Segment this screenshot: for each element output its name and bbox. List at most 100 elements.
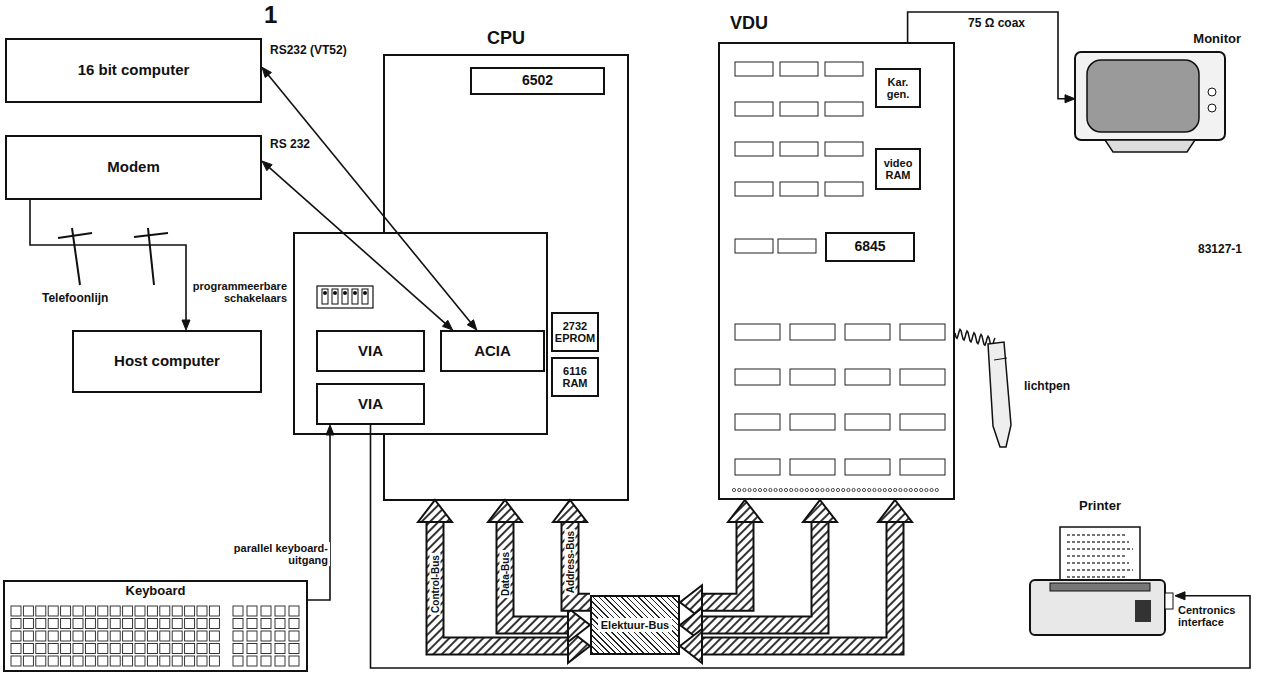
connector: [262, 161, 453, 330]
key: [110, 606, 120, 616]
solder-pad: [894, 488, 897, 491]
solder-pad: [857, 488, 860, 491]
sub-node: programmeerbare schakelaarsVIAACIAVIA: [293, 232, 548, 435]
node-label: Host computer: [114, 353, 220, 370]
arrowhead: [728, 500, 762, 522]
key: [233, 606, 243, 616]
key: [85, 631, 95, 641]
key: [11, 644, 21, 654]
key: [110, 619, 120, 629]
connector: [308, 425, 334, 600]
solder-pad: [826, 488, 829, 491]
ic-outline: [790, 324, 835, 340]
chip-box: 2732 EPROM: [551, 312, 599, 352]
key: [61, 656, 71, 666]
bus-arrow: [680, 500, 762, 619]
solder-pad: [769, 488, 772, 491]
solder-pad: [779, 488, 782, 491]
key: [247, 619, 257, 629]
node-label: ACIA: [474, 343, 511, 360]
bus-node: Elektuur-Bus: [590, 595, 680, 655]
arrowhead: [568, 608, 590, 642]
arrowhead: [1065, 95, 1075, 103]
key: [289, 606, 299, 616]
cpu-node: CPU6502programmeerbare schakelaarsVIAACI…: [384, 55, 628, 500]
solder-pad: [904, 488, 907, 491]
key: [197, 644, 207, 654]
key: [73, 631, 83, 641]
print-line: [1067, 555, 1125, 557]
key: [110, 644, 120, 654]
ic-outline: [735, 182, 773, 196]
device-box: 16 bit computer: [5, 38, 262, 103]
key: [98, 606, 108, 616]
key: [73, 619, 83, 629]
key: [147, 631, 157, 641]
ic-outline: [735, 414, 780, 430]
node-label: VIA: [358, 396, 383, 413]
key: [289, 644, 299, 654]
solder-pad: [738, 488, 741, 491]
key: [123, 631, 133, 641]
bus-arrow: [553, 500, 590, 602]
print-line: [1067, 569, 1133, 571]
board-drawing: [720, 44, 957, 502]
node-label: CPU: [384, 29, 628, 49]
edge-label: Centronics interface: [1176, 604, 1237, 628]
ic-outline: [780, 182, 818, 196]
solder-pad: [868, 488, 871, 491]
key: [172, 619, 182, 629]
solder-pad: [862, 488, 865, 491]
key: [185, 656, 195, 666]
solder-pad: [935, 488, 938, 491]
key: [61, 606, 71, 616]
key: [36, 619, 46, 629]
solder-pad: [831, 488, 834, 491]
solder-pad: [930, 488, 933, 491]
key: [275, 619, 285, 629]
solder-pad: [795, 488, 798, 491]
ic-outline: [900, 324, 945, 340]
ic-outline: [735, 369, 780, 385]
solder-pad: [878, 488, 881, 491]
key: [172, 606, 182, 616]
chip-box: video RAM: [875, 148, 921, 190]
bus-label: Control-Bus: [430, 553, 441, 615]
key: [197, 656, 207, 666]
bus-fill: [698, 518, 895, 646]
key: [233, 644, 243, 654]
bus-label: Data-Bus: [500, 550, 511, 598]
ic-outline: [845, 414, 890, 430]
node-label: 2732 EPROM: [555, 320, 595, 344]
key: [123, 619, 133, 629]
node-label: VIA: [358, 343, 383, 360]
node-label: Monitor: [1075, 30, 1245, 46]
key: [185, 631, 195, 641]
connector-line: [267, 73, 472, 323]
solder-pad: [925, 488, 928, 491]
key: [160, 656, 170, 666]
key: [147, 606, 157, 616]
key: [147, 656, 157, 666]
node-label: Printer: [1025, 499, 1175, 513]
key: [85, 619, 95, 629]
chip-box: Kar. gen.: [875, 68, 921, 108]
chip-box: 6502: [470, 67, 605, 95]
solder-pad: [852, 488, 855, 491]
bus-outline: [698, 518, 820, 625]
solder-pad: [847, 488, 850, 491]
key: [289, 656, 299, 666]
key: [160, 644, 170, 654]
solder-pad: [764, 488, 767, 491]
monitor-node: Monitor: [1075, 30, 1245, 155]
key: [85, 656, 95, 666]
key: [48, 656, 58, 666]
ic-outline: [780, 102, 818, 116]
key: [197, 619, 207, 629]
key: [85, 644, 95, 654]
dip-switch: [317, 286, 373, 308]
key: [261, 619, 271, 629]
key: [98, 656, 108, 666]
arrowhead: [1175, 592, 1185, 600]
key: [233, 619, 243, 629]
